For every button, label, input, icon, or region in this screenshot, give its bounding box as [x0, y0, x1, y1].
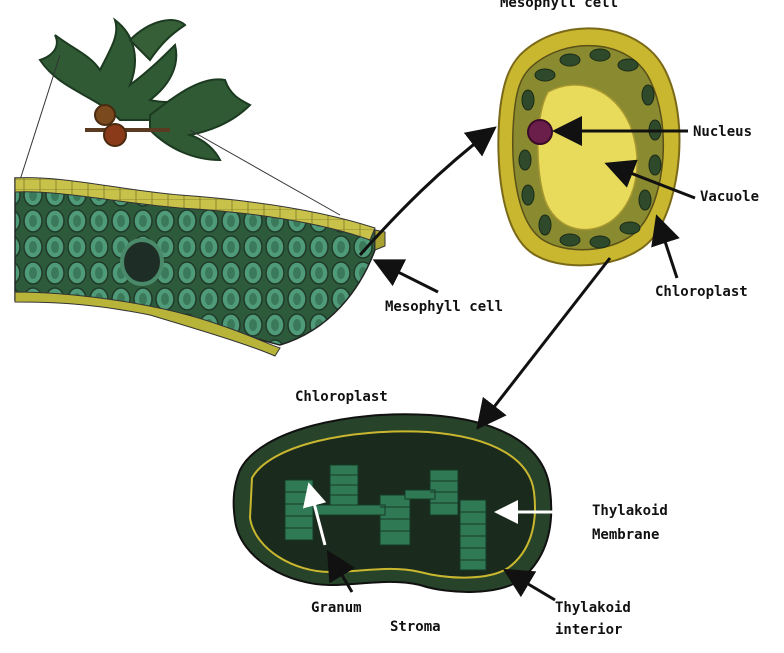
oak-leaf-sprig [40, 20, 250, 160]
chloroplast [234, 414, 552, 592]
arrow-chloroplast [658, 220, 677, 278]
granum-label: Granum [311, 600, 362, 616]
mesophyll-cell [498, 28, 679, 265]
vacuole-label: Vacuole [700, 189, 759, 205]
chloroplast-label: Chloroplast [655, 284, 748, 300]
leaf-cross-section [15, 178, 385, 356]
stroma-label: Stroma [390, 619, 441, 635]
mesophyll-cell-title: Mesophyll cell [500, 0, 618, 11]
thylakoid-membrane-label-line2: Membrane [592, 527, 659, 543]
thylakoid-interior-label-line1: Thylakoid [555, 600, 631, 616]
mesophyll-cell-label: Mesophyll cell [385, 299, 503, 315]
arrow-mesophyll [378, 262, 438, 292]
chloroplast-title: Chloroplast [295, 389, 388, 405]
arrow-cell-to-chloroplast [480, 258, 610, 425]
thylakoid-membrane-label-line1: Thylakoid [592, 503, 668, 519]
arrow-thylakoid-interior [508, 572, 555, 600]
acorn-icon-2 [104, 124, 126, 146]
acorn-icon [95, 105, 115, 125]
thylakoid-interior-label-line2: interior [555, 622, 622, 638]
nucleus-label: Nucleus [693, 124, 752, 140]
nucleus-shape [528, 120, 552, 144]
